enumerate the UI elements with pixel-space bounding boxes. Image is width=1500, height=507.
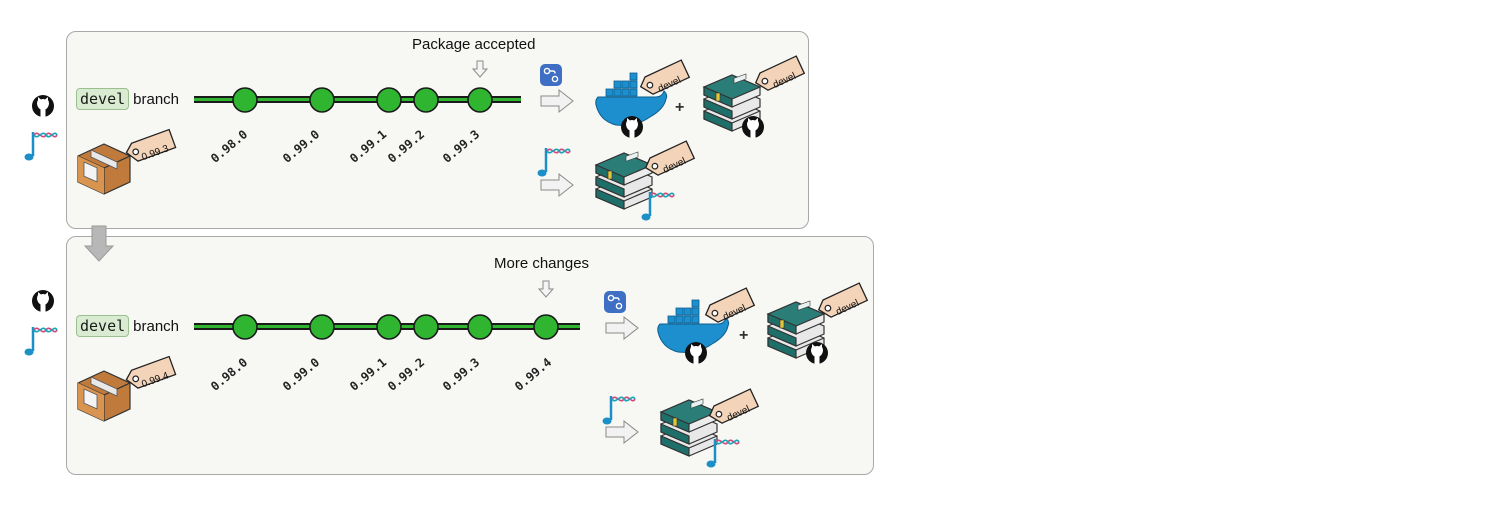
panel-title: Package accepted xyxy=(412,36,536,53)
branch-code: devel xyxy=(76,315,130,337)
panel-more-changes xyxy=(66,236,874,475)
bioconductor-icon xyxy=(23,130,59,162)
branch-label: devel branch xyxy=(76,315,179,337)
panel-package-accepted xyxy=(66,31,809,229)
bioconductor-icon xyxy=(23,325,59,357)
branch-label: devel branch xyxy=(76,88,179,110)
panel-title: More changes xyxy=(494,255,590,272)
github-icon xyxy=(32,290,54,312)
branch-code: devel xyxy=(76,88,130,110)
branch-word: branch xyxy=(133,90,180,108)
branch-word: branch xyxy=(133,317,180,335)
github-icon xyxy=(32,95,54,117)
